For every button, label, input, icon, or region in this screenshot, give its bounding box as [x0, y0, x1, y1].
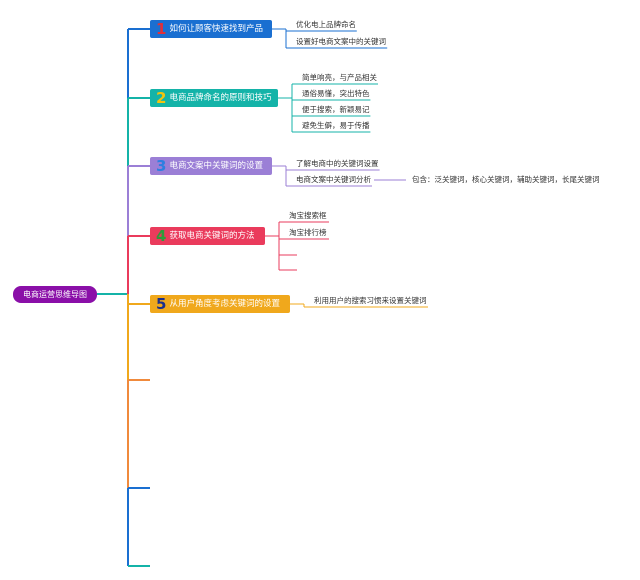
branch-number: 4	[156, 227, 167, 245]
child-label[interactable]: 避免生僻，易于传播	[302, 121, 370, 130]
branch-number: 2	[156, 89, 167, 107]
child-label[interactable]: 淘宝搜索框	[289, 211, 327, 220]
child-label[interactable]: 电商文案中关键词分析	[296, 175, 371, 184]
branch-number: 5	[156, 295, 167, 313]
branch-number: 1	[156, 20, 167, 38]
child-label[interactable]: 通俗易懂，突出特色	[302, 89, 370, 98]
branch-number: 3	[156, 157, 167, 175]
branch-label: 获取电商关键词的方法	[169, 231, 255, 241]
branch-label: 电商品牌命名的原则和技巧	[169, 93, 272, 103]
child-label[interactable]: 设置好电商文案中的关键词	[296, 37, 386, 46]
branch-label: 如何让顾客快速找到产品	[169, 24, 263, 34]
child-label[interactable]: 了解电商中的关键词设置	[296, 159, 379, 168]
child-label[interactable]: 淘宝排行榜	[289, 228, 327, 237]
branch-label: 电商文案中关键词的设置	[169, 161, 263, 171]
child-label[interactable]: 便于搜索，新颖易记	[302, 105, 370, 114]
child-label[interactable]: 简单响亮，与产品相关	[302, 73, 377, 82]
child-label[interactable]: 优化电上品牌命名	[296, 20, 356, 29]
child-label[interactable]: 利用用户的搜索习惯来设置关键词	[314, 296, 427, 305]
root-node[interactable]: 电商运营思维导图	[13, 286, 97, 303]
branch-label: 从用户角度考虑关键词的设置	[169, 299, 280, 309]
detail-label[interactable]: 包含：泛关键词，核心关键词，辅助关键词，长尾关键词	[412, 175, 600, 184]
